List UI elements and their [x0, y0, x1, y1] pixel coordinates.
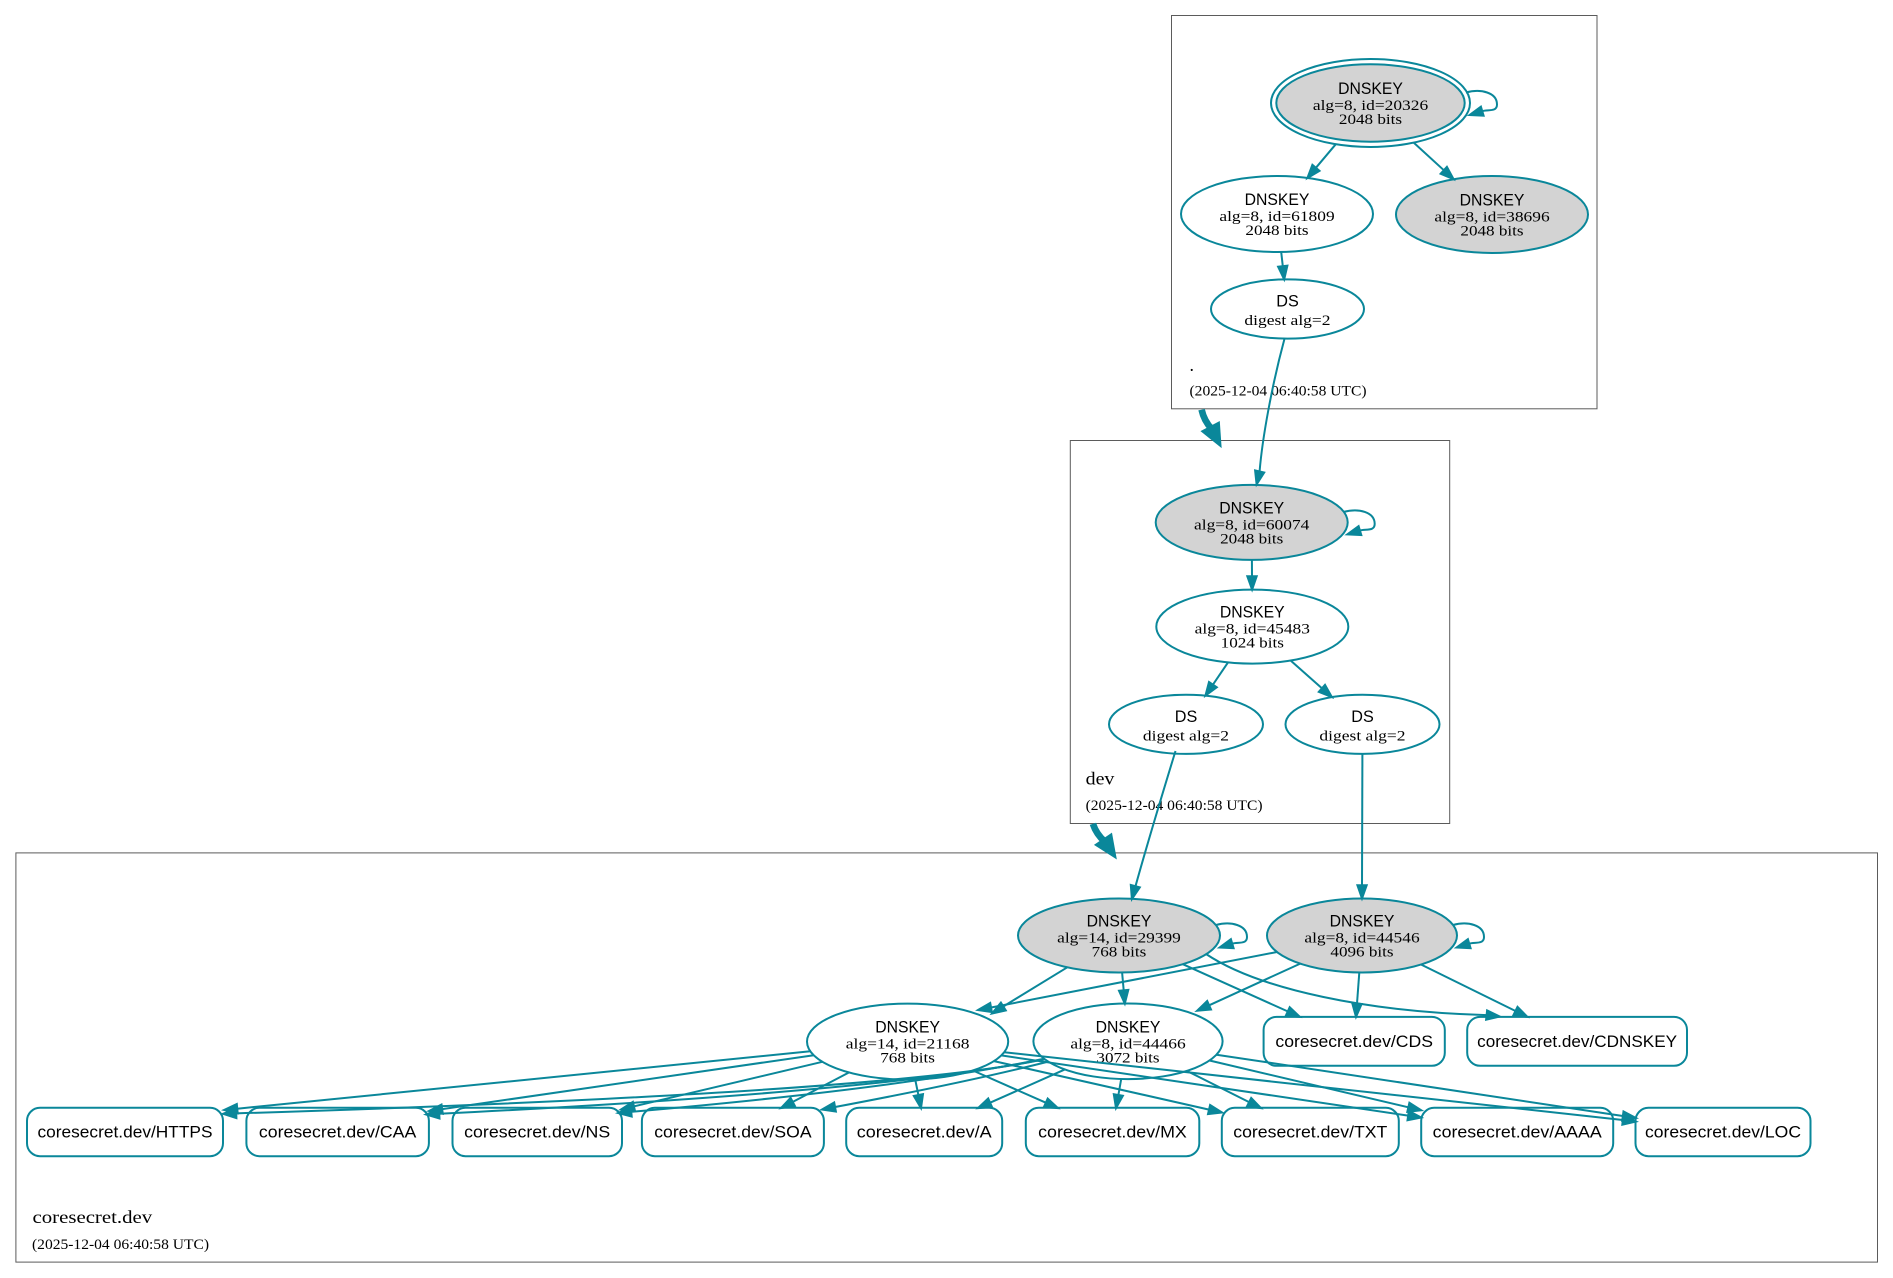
svg-text:coresecret.dev/MX: coresecret.dev/MX [1038, 1123, 1187, 1142]
svg-text:DNSKEY: DNSKEY [1460, 191, 1525, 210]
svg-text:DS: DS [1175, 707, 1198, 726]
svg-text:2048 bits: 2048 bits [1245, 223, 1308, 239]
svg-text:2048 bits: 2048 bits [1220, 531, 1283, 547]
svg-text:coresecret.dev/AAAA: coresecret.dev/AAAA [1433, 1123, 1603, 1142]
svg-text:alg=14, id=21168: alg=14, id=21168 [846, 1037, 970, 1053]
svg-text:2048 bits: 2048 bits [1339, 112, 1402, 128]
svg-text:digest alg=2: digest alg=2 [1244, 313, 1330, 329]
svg-text:DNSKEY: DNSKEY [1096, 1017, 1161, 1036]
svg-text:(2025-12-04 06:40:58 UTC): (2025-12-04 06:40:58 UTC) [32, 1237, 209, 1253]
svg-text:4096 bits: 4096 bits [1330, 945, 1393, 961]
svg-text:coresecret.dev/CDNSKEY: coresecret.dev/CDNSKEY [1477, 1032, 1677, 1051]
svg-text:2048 bits: 2048 bits [1460, 224, 1523, 240]
svg-text:alg=8, id=44466: alg=8, id=44466 [1070, 1036, 1185, 1052]
svg-text:DNSKEY: DNSKEY [1219, 498, 1284, 517]
svg-text:coresecret.dev/TXT: coresecret.dev/TXT [1233, 1123, 1387, 1142]
svg-text:alg=14, id=29399: alg=14, id=29399 [1057, 931, 1181, 947]
svg-text:coresecret.dev/CAA: coresecret.dev/CAA [259, 1123, 417, 1142]
svg-text:DNSKEY: DNSKEY [1330, 912, 1395, 931]
svg-text:DNSKEY: DNSKEY [875, 1018, 940, 1037]
svg-text:coresecret.dev/SOA: coresecret.dev/SOA [654, 1123, 812, 1142]
svg-text:dev: dev [1086, 768, 1115, 788]
svg-text:coresecret.dev: coresecret.dev [33, 1207, 153, 1227]
svg-text:768 bits: 768 bits [880, 1051, 935, 1067]
svg-text:768 bits: 768 bits [1092, 945, 1147, 961]
svg-text:coresecret.dev/HTTPS: coresecret.dev/HTTPS [38, 1123, 213, 1142]
svg-text:alg=8, id=20326: alg=8, id=20326 [1313, 98, 1428, 114]
svg-text:DNSKEY: DNSKEY [1338, 79, 1403, 98]
svg-text:alg=8, id=38696: alg=8, id=38696 [1434, 210, 1549, 226]
svg-text:DS: DS [1351, 707, 1374, 726]
svg-text:DS: DS [1276, 292, 1299, 311]
svg-text:alg=8, id=44546: alg=8, id=44546 [1304, 931, 1419, 947]
svg-text:DNSKEY: DNSKEY [1245, 190, 1310, 209]
svg-text:coresecret.dev/NS: coresecret.dev/NS [464, 1123, 610, 1142]
svg-text:digest alg=2: digest alg=2 [1143, 728, 1229, 744]
svg-text:coresecret.dev/LOC: coresecret.dev/LOC [1645, 1123, 1801, 1142]
svg-text:alg=8, id=61809: alg=8, id=61809 [1219, 209, 1334, 225]
svg-text:(2025-12-04 06:40:58 UTC): (2025-12-04 06:40:58 UTC) [1086, 798, 1263, 814]
svg-text:digest alg=2: digest alg=2 [1319, 728, 1405, 744]
svg-text:(2025-12-04 06:40:58 UTC): (2025-12-04 06:40:58 UTC) [1190, 383, 1367, 399]
svg-text:alg=8, id=45483: alg=8, id=45483 [1195, 622, 1310, 638]
svg-text:DNSKEY: DNSKEY [1087, 912, 1152, 931]
svg-text:DNSKEY: DNSKEY [1220, 603, 1285, 622]
svg-text:3072 bits: 3072 bits [1096, 1050, 1159, 1066]
svg-text:coresecret.dev/CDS: coresecret.dev/CDS [1275, 1032, 1433, 1051]
svg-text:1024 bits: 1024 bits [1221, 636, 1284, 652]
svg-text:.: . [1190, 355, 1194, 375]
svg-text:coresecret.dev/A: coresecret.dev/A [857, 1123, 993, 1142]
svg-text:alg=8, id=60074: alg=8, id=60074 [1194, 517, 1310, 533]
